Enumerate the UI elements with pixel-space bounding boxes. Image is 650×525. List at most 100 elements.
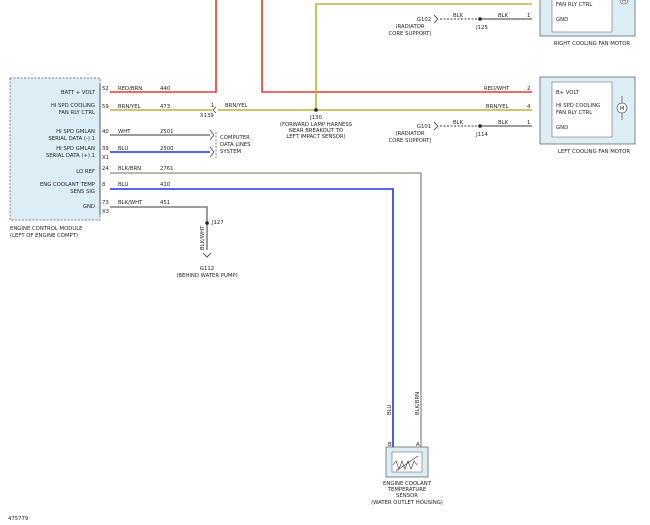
pin-label-2: SENS SIG <box>70 189 95 195</box>
left-fan-pin-2: 2 <box>527 86 530 92</box>
left-fan-pin-label-gnd: GND <box>556 125 568 131</box>
pin-label: LO REF <box>76 169 95 175</box>
pin-label-2: FAN RLY CTRL <box>59 110 95 116</box>
wire-lo-ref <box>110 172 422 448</box>
wire-ecm-ground <box>110 206 208 250</box>
circuit-number: 440 <box>160 86 171 92</box>
sensor-wire-blu: BLU <box>387 405 393 415</box>
pin-label-2: SERIAL DATA (-) 1 <box>48 136 95 142</box>
g102-line1: (RADIATOR <box>395 24 424 30</box>
ground-g101: G101 (RADIATOR CORE SUPPORT) BLK J114 BL… <box>389 120 509 144</box>
circuit-number: 2501 <box>160 129 173 135</box>
wire-color: WHT <box>118 129 131 135</box>
ecm-pin-hi-spd-fan: HI SPD COOLING FAN RLY CTRL 59 BRN/YEL 4… <box>51 103 170 116</box>
g101-name: G101 <box>417 124 431 130</box>
left-fan-pin-label-hispd-1: HI SPD COOLING <box>556 103 600 109</box>
g112-wire-color: BLK/WHT <box>200 225 206 250</box>
g102-color2: BLK <box>498 13 509 19</box>
right-fan-pin-label-2: GND <box>556 17 568 23</box>
circuit-number: 2761 <box>160 166 173 172</box>
x139-name: X139 <box>200 113 214 119</box>
wire-batt-volt <box>110 0 217 93</box>
ecm-location: (LEFT OF ENGINE COMPT) <box>10 233 78 239</box>
computer-data-line2: DATA LINES <box>220 142 251 148</box>
sensor-line2: TEMPERATURE <box>387 487 427 493</box>
pin-label: HI SPD GMLAN <box>56 146 95 152</box>
connector-x3: X3 <box>102 209 109 215</box>
pin-label: HI SPD COOLING <box>51 103 95 109</box>
g101-color2: BLK <box>498 120 509 126</box>
j130-line3: LEFT IMPACT SENSOR) <box>286 134 345 140</box>
wire-color: BRN/YEL <box>118 104 141 110</box>
wire-color: BLU <box>118 146 128 152</box>
left-fan-pin-1: 1 <box>527 120 530 126</box>
pin-number: 40 <box>102 129 109 135</box>
g112-name: G112 <box>200 266 214 272</box>
x139-pin: 1 <box>211 103 214 109</box>
ecm-pin-serial-plus: HI SPD GMLAN SERIAL DATA (+) 1 39 BLU 25… <box>46 146 174 161</box>
splice-j130: J130 (FORWARD LAMP HARNESS NEAR BREAKOUT… <box>280 108 353 140</box>
wire-color: BLU <box>118 182 128 188</box>
sensor-pin-a: A <box>416 442 420 448</box>
ecm-pin-gnd: GND 73 BLK/WHT 451 X3 <box>83 200 170 215</box>
g101-line1: (RADIATOR <box>395 131 424 137</box>
left-fan-color-brnyel: BRN/YEL <box>486 104 509 110</box>
connector-x1: X1 <box>102 155 109 161</box>
pin-label: GND <box>83 204 95 210</box>
right-fan-title: RIGHT COOLING FAN MOTOR <box>554 41 631 47</box>
j125-splice: J125 <box>475 25 488 31</box>
coolant-temp-sensor: BLU BLK/BRN B A ENGINE COOLANT TEMPERATU… <box>371 392 443 506</box>
j130-line2: NEAR BREAKOUT TO <box>289 128 343 134</box>
left-fan-pin-4: 4 <box>527 104 531 110</box>
j130-line1: (FORWARD LAMP HARNESS <box>280 122 353 128</box>
g102-name: G102 <box>417 17 431 23</box>
left-fan-color-redwht: RED/WHT <box>484 86 510 92</box>
right-fan-motor-symbol: M <box>622 0 627 4</box>
g112-location: (BEHIND WATER PUMP) <box>176 273 237 279</box>
left-fan-pin-label-bplus: B+ VOLT <box>556 90 580 96</box>
ground-g102: G102 (RADIATOR CORE SUPPORT) BLK J125 BL… <box>389 13 509 37</box>
wire-red-top <box>261 0 532 93</box>
computer-data-lines: COMPUTER DATA LINES SYSTEM <box>209 129 251 158</box>
j114-splice: J114 <box>475 132 488 138</box>
pin-number: 24 <box>102 166 109 172</box>
wire-ect-signal <box>110 188 394 448</box>
left-fan-motor-symbol: M <box>620 106 625 112</box>
sensor-line3: SENSOR <box>396 493 418 499</box>
left-fan-pin-label-hispd-2: FAN RLY CTRL <box>556 110 592 116</box>
g101-line2: CORE SUPPORT) <box>389 138 432 144</box>
wire-color: BLK/BRN <box>118 166 141 172</box>
sensor-line1: ENGINE COOLANT <box>383 481 432 487</box>
ecm-title: ENGINE CONTROL MODULE <box>10 226 83 232</box>
left-fan-title: LEFT COOLING FAN MOTOR <box>558 149 630 155</box>
sensor-wire-blkbrn: BLK/BRN <box>415 392 421 415</box>
g102-line2: CORE SUPPORT) <box>389 31 432 37</box>
ecm-pin-ect: ENG COOLANT TEMP SENS SIG 8 BLU 410 <box>40 182 171 195</box>
connector-x139: 1 X139 BRN/YEL <box>200 103 248 119</box>
circuit-number: 410 <box>160 182 171 188</box>
g102-color1: BLK <box>453 13 464 19</box>
pin-number: 52 <box>102 86 109 92</box>
computer-data-line3: SYSTEM <box>220 149 242 155</box>
sensor-line4: (WATER OUTLET HOUSING) <box>371 500 443 506</box>
pin-label-2: SERIAL DATA (+) 1 <box>46 153 95 159</box>
ecm-pin-lo-ref: LO REF 24 BLK/BRN 2761 <box>76 166 173 175</box>
g101-color1: BLK <box>453 120 464 126</box>
j127-splice: J127 <box>211 220 224 226</box>
circuit-number: 2500 <box>160 146 174 152</box>
pin-number: 8 <box>102 182 106 188</box>
right-fan-motor: FAN RLY CTRL GND 1 M RIGHT COOLING FAN M… <box>527 0 636 47</box>
pin-number: 59 <box>102 104 109 110</box>
computer-data-line1: COMPUTER <box>220 135 250 141</box>
pin-number: 39 <box>102 146 109 152</box>
ecm-pin-batt: BATT + VOLT 52 RED/BRN 440 <box>61 86 171 96</box>
right-fan-pin-1: 1 <box>527 13 530 19</box>
pin-label: HI SPD GMLAN <box>56 129 95 135</box>
j130-name: J130 <box>309 115 322 121</box>
wire-color: RED/BRN <box>118 86 142 92</box>
ground-g112: J127 BLK/WHT G112 (BEHIND WATER PUMP) <box>176 220 237 279</box>
x139-wire-color: BRN/YEL <box>225 103 248 109</box>
ecm-pin-serial-minus: HI SPD GMLAN SERIAL DATA (-) 1 40 WHT 25… <box>48 129 173 142</box>
circuit-number: 473 <box>160 104 170 110</box>
